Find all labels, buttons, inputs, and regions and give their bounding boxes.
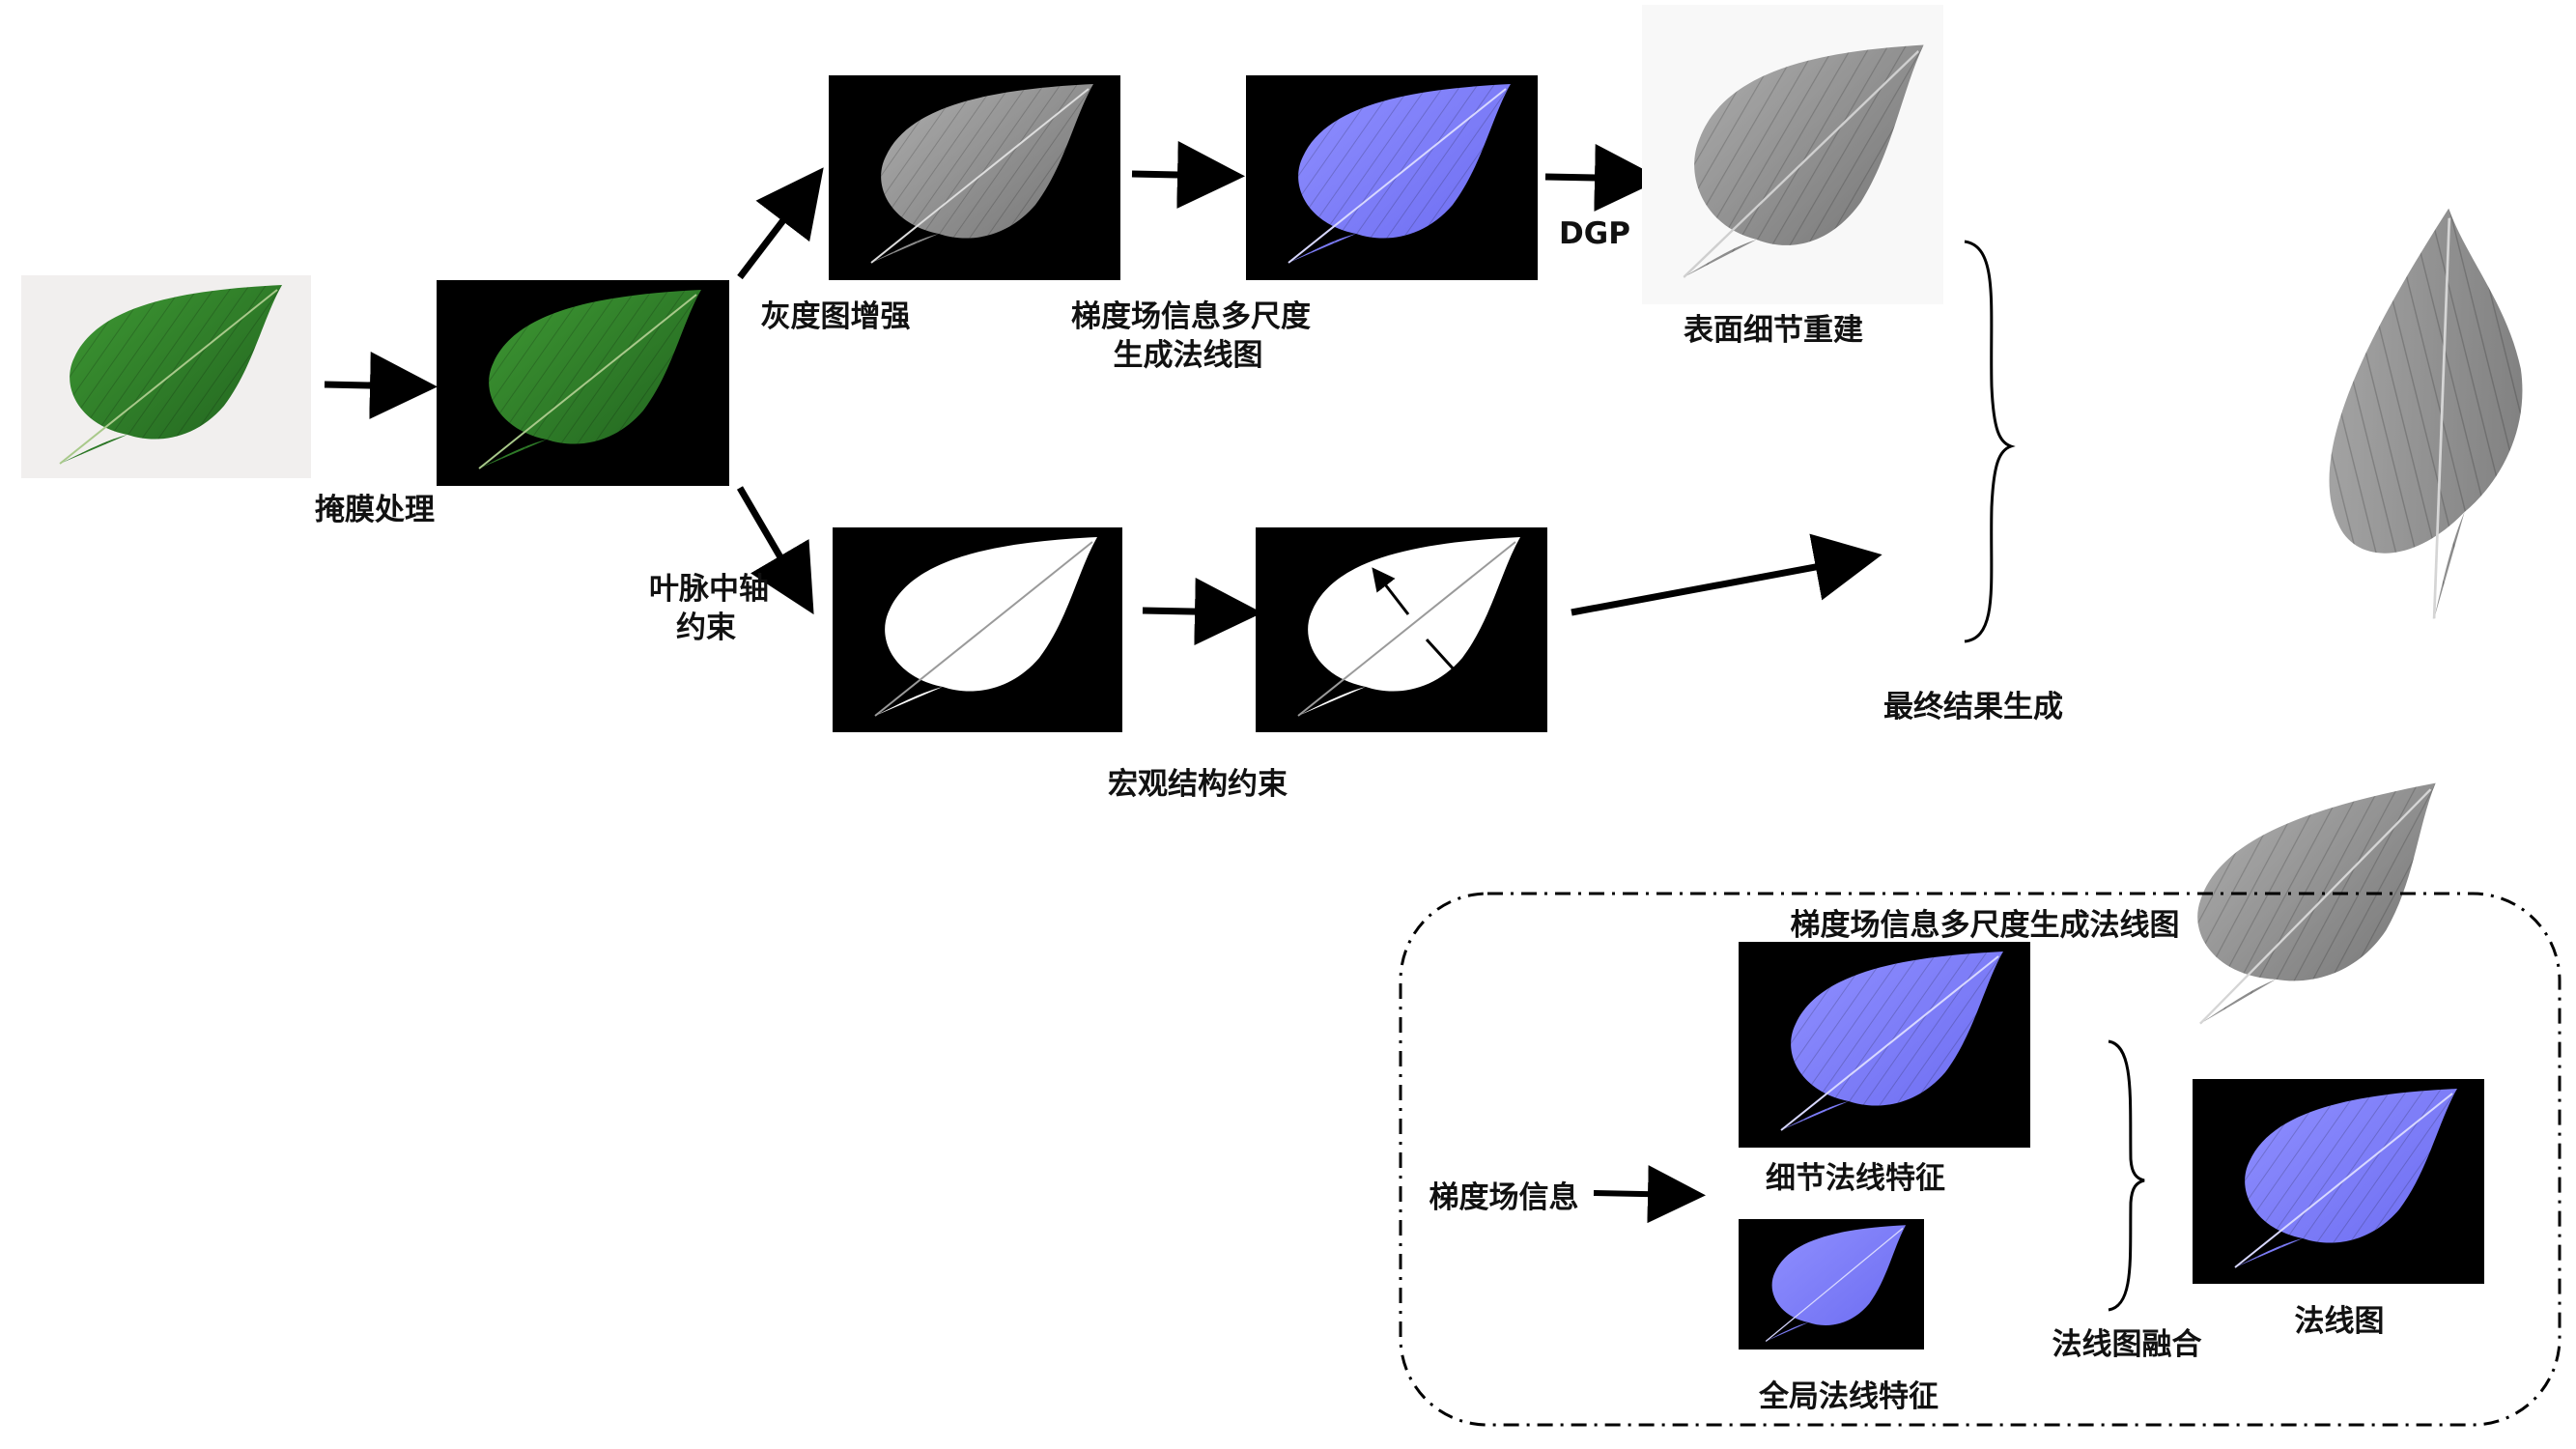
arrow-gradient-to-features <box>1593 1165 1706 1224</box>
inset-box <box>1399 892 2562 1427</box>
normal-map-image <box>1246 75 1538 280</box>
arrow-to-gray <box>737 167 824 280</box>
final-result-image-top <box>2250 208 2576 619</box>
arrow-gray-to-normal <box>1131 140 1245 209</box>
final-label: 最终结果生成 <box>1883 690 2063 724</box>
silhouette-image <box>833 527 1122 732</box>
vein-label-line2: 约束 <box>676 611 736 645</box>
final-brace <box>1964 240 2016 643</box>
global-normal-label: 全局法线特征 <box>1758 1379 1939 1414</box>
surface-detail-image <box>1642 5 1943 304</box>
macro-label: 宏观结构约束 <box>1108 767 1288 802</box>
arrow-to-vein <box>736 486 814 615</box>
gray-enhance-label: 灰度图增强 <box>761 299 911 334</box>
normal-map-label-line2: 生成法线图 <box>1114 338 1263 373</box>
inset-title: 梯度场信息多尺度生成法线图 <box>1791 908 2180 943</box>
arrow-macro-to-final <box>1571 533 1882 616</box>
vein-label-line1: 叶脉中轴 <box>649 572 769 607</box>
final-result-image-bottom <box>2171 782 2465 1025</box>
normal-map-label-line1: 梯度场信息多尺度 <box>1071 299 1311 334</box>
macro-structure-image <box>1256 527 1547 732</box>
gradient-label: 梯度场信息 <box>1430 1180 1579 1215</box>
global-normal-image <box>1739 1219 1924 1350</box>
mask-label: 掩膜处理 <box>315 493 435 527</box>
fusion-label: 法线图融合 <box>2052 1327 2202 1362</box>
dgp-label: DGP <box>1559 216 1630 251</box>
arrow-silhouette-to-macro <box>1142 578 1262 646</box>
detail-normal-image <box>1739 942 2030 1148</box>
fusion-brace <box>2108 1039 2145 1312</box>
normal-map-label: 法线图 <box>2295 1304 2385 1339</box>
masked-leaf-image <box>437 280 729 486</box>
surface-detail-label: 表面细节重建 <box>1684 313 1863 348</box>
gray-enhanced-image <box>829 75 1120 280</box>
arrow-original-to-mask <box>324 351 438 419</box>
detail-normal-label: 细节法线特征 <box>1766 1161 1945 1196</box>
final-normal-map-image <box>2193 1079 2484 1284</box>
original-leaf-image <box>21 275 311 478</box>
arrow-normal-to-surface <box>1544 144 1662 213</box>
